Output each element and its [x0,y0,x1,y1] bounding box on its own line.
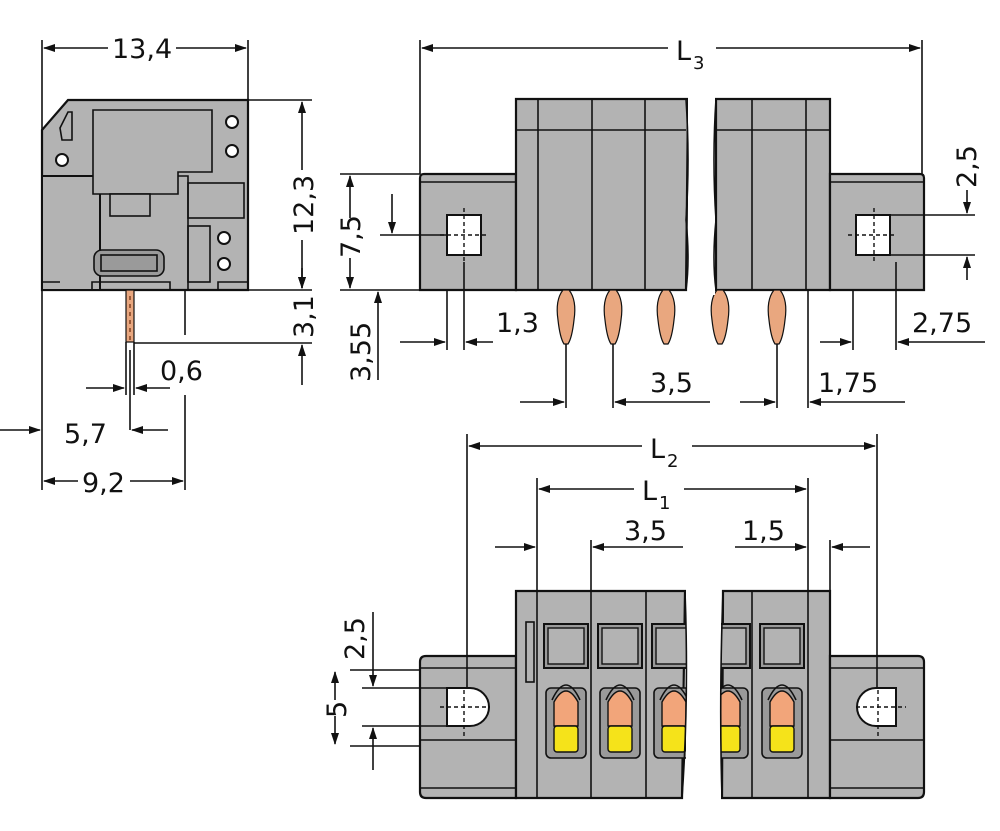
actuator-orange [553,690,579,727]
actuator-orange [661,690,687,727]
top-right-hole [856,687,897,727]
dim-2-5-front: 2,5 [952,145,983,188]
dim-0-6: 0,6 [160,356,203,387]
dim-5: 5 [322,701,353,718]
dim-12-3: 12,3 [289,175,320,235]
dim-1-3: 1,3 [496,308,539,339]
clamp-unit [759,623,805,759]
actuator-yellow [607,725,633,753]
dim-3-5-top: 3,5 [624,516,667,547]
dim-9-2: 9,2 [82,468,125,499]
actuator-orange [607,690,633,727]
top-left-hole [446,687,490,727]
clamp-units [543,623,805,759]
clamp-unit [543,623,589,759]
front-pins [556,289,787,345]
dim-3-1: 3,1 [289,295,320,338]
dim-7-5: 7,5 [336,215,367,258]
dim-3-55: 3,55 [346,322,377,382]
dim-1-5: 1,5 [742,516,785,547]
actuator-orange [769,690,795,727]
dim-13-4: 13,4 [112,34,172,65]
dim-2-5-top: 2,5 [340,617,371,660]
side-top-block [92,109,213,195]
dim-5-7: 5,7 [64,419,107,450]
side-view: 13,4 12,3 3,1 0,6 5,7 9,2 [0,34,320,499]
clamp-unit [597,623,643,759]
dim-1-75: 1,75 [818,368,878,399]
dim-2-75: 2,75 [912,308,972,339]
actuator-yellow [769,725,795,753]
actuator-yellow [661,725,687,753]
actuator-yellow [553,725,579,753]
dim-3-5-front: 3,5 [650,368,693,399]
